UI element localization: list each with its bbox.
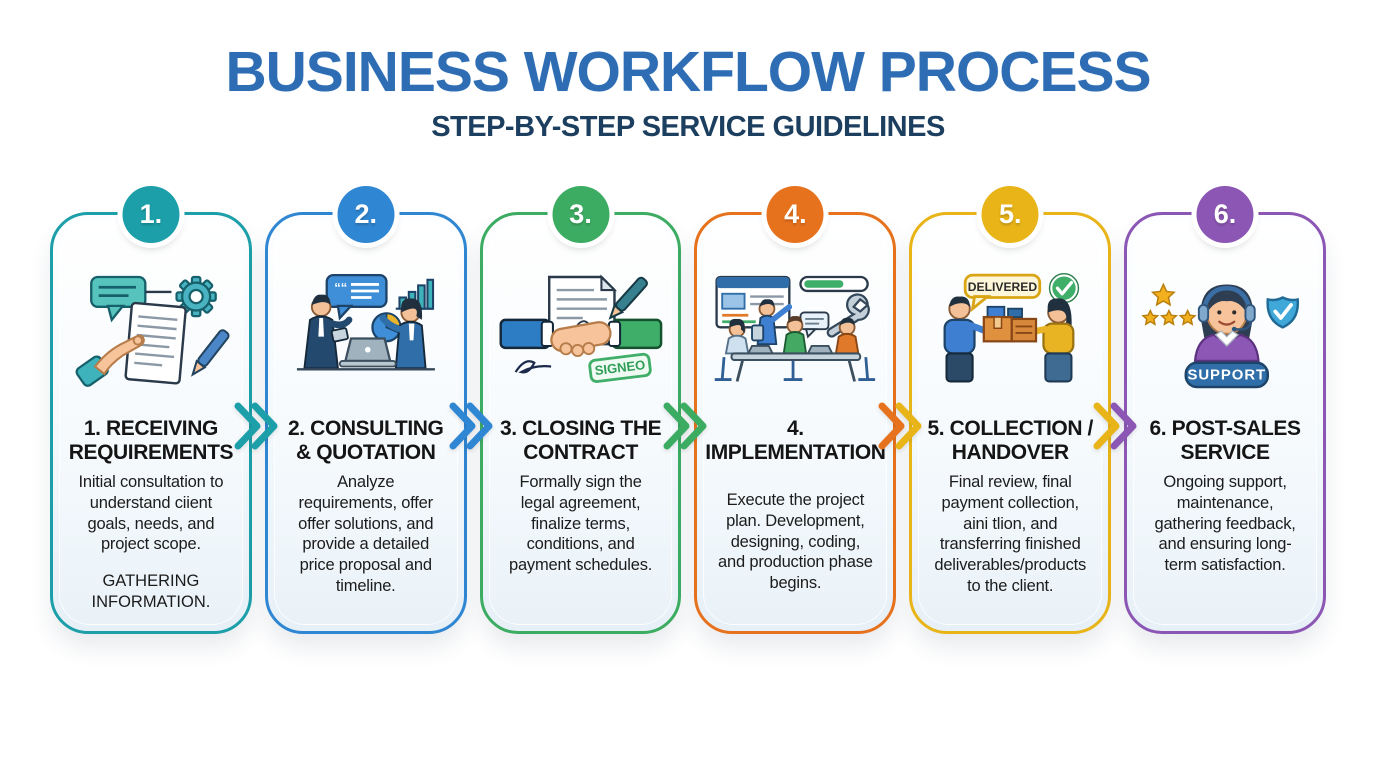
pen-icon (190, 329, 230, 377)
presenter-figure (751, 299, 793, 346)
support-agent-illustration: SUPPORT (1141, 253, 1309, 411)
seated-team-figures (725, 316, 860, 355)
laptop-icon (338, 337, 397, 368)
package-boxes-icon (983, 305, 1038, 343)
step-description: Ongoing support, maintenance, gathering … (1154, 473, 1296, 575)
step-number-badge: 2. (337, 186, 395, 243)
step-title: 6. POST-SALES SERVICE (1149, 417, 1301, 464)
shield-check-icon (1266, 296, 1300, 329)
step-note: GATHERING INFORMATION. (91, 572, 211, 611)
step-card-post-sales-service: 6. (1124, 186, 1326, 634)
step-description: Analyze requirements, offer offer soluti… (298, 473, 434, 595)
header: BUSINESS WORKFLOW PROCESS STEP-BY-STEP S… (0, 0, 1376, 144)
package-handover-illustration: DELIVERED (926, 253, 1094, 411)
step-card-receiving-requirements: 1. (50, 186, 278, 634)
businessman-figure (303, 294, 353, 370)
check-circle-icon (1049, 273, 1080, 304)
delivered-tag: DELIVERED (964, 273, 1042, 313)
pen-icon (608, 276, 648, 320)
step-number-badge: 1. (122, 186, 180, 243)
chevron-right-arrow-icon (447, 397, 494, 455)
page-title: BUSINESS WORKFLOW PROCESS (225, 40, 1151, 104)
step-number: 6. (1213, 199, 1237, 229)
step-title: 2. CONSULTING & QUOTATION (288, 417, 444, 464)
quote-bubble-icon: ““ (325, 273, 388, 321)
businesswoman-figure (379, 298, 427, 370)
step-number: 3. (569, 199, 592, 229)
table-icon (730, 352, 862, 382)
step-title: 3. CLOSING THE CONTRACT (499, 417, 662, 464)
svg-text:SIGNEO: SIGNEO (594, 357, 646, 378)
signed-stamp: SIGNEO (587, 352, 652, 383)
step-description: Initial consultation to understand ciien… (78, 473, 224, 554)
rating-stars-icon (1141, 282, 1197, 326)
chevron-right-arrow-icon (1091, 397, 1138, 455)
handshake-icon (499, 318, 662, 358)
step-number: 5. (998, 199, 1022, 229)
page-subtitle: STEP-BY-STEP SERVICE GUIDELINES (431, 111, 945, 143)
step-number-badge: 5. (981, 186, 1039, 243)
step-card-implementation: 4. (694, 186, 922, 634)
progress-bar-icon (799, 275, 870, 293)
handshake-contract-illustration: SIGNEO (497, 253, 665, 411)
svg-text:““: ““ (334, 280, 347, 295)
step-card-collection-handover: 5. DELIVERED (909, 186, 1137, 634)
step-description: Formally sign the legal agreement, final… (508, 473, 653, 575)
svg-text:SUPPORT: SUPPORT (1188, 368, 1267, 384)
step-card-consulting-quotation: 2. ““ (264, 186, 493, 634)
small-bubble-icon (800, 311, 830, 339)
step-description: Execute the project plan. Development, d… (718, 491, 873, 593)
step-description: Final review, final payment collection, … (934, 473, 1087, 595)
chairs (715, 357, 876, 381)
workflow-steps-row: 1. (50, 186, 1326, 634)
step-title: 4. IMPLEMENTATION (705, 417, 886, 464)
svg-text:DELIVERED: DELIVERED (968, 280, 1038, 294)
presentation-board-icon (715, 275, 791, 329)
step-number: 4. (784, 199, 807, 229)
support-badge: SUPPORT (1184, 361, 1270, 389)
consulting-people-illustration: ““ (282, 253, 450, 411)
step-number: 2. (354, 199, 377, 229)
step-number-badge: 3. (552, 186, 610, 243)
signature-scribble (514, 360, 551, 374)
hand-icon (75, 334, 145, 387)
wrench-icon (827, 293, 871, 338)
document-hand-gear-illustration (67, 253, 235, 411)
step-number-badge: 4. (766, 186, 824, 243)
step-title: 1. RECEIVING REQUIREMENTS (68, 417, 234, 464)
chevron-right-arrow-icon (232, 397, 279, 455)
step-number-badge: 6. (1196, 186, 1254, 243)
chevron-right-arrow-icon (876, 397, 923, 455)
step-number: 1. (139, 199, 163, 229)
step-title: 5. COLLECTION / HANDOVER (927, 417, 1093, 464)
step-card-closing-contract: 3. (479, 186, 707, 634)
support-agent-figure (1194, 284, 1260, 363)
document-icon (124, 301, 187, 385)
team-meeting-illustration (711, 253, 879, 411)
chevron-right-arrow-icon (661, 397, 708, 455)
